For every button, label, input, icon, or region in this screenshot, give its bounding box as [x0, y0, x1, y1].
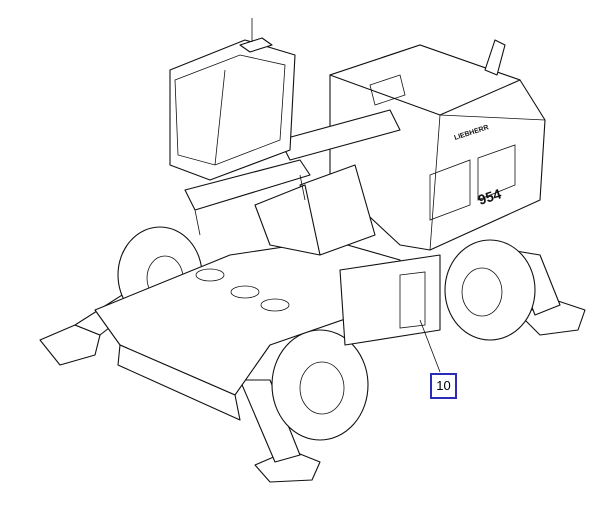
engine-grille	[369, 74, 516, 221]
chassis	[94, 239, 441, 421]
operator-cab	[169, 37, 296, 181]
wheel-front	[271, 329, 369, 441]
walkway	[184, 159, 311, 236]
svg-text:954: 954	[476, 185, 503, 208]
boom-base	[254, 109, 401, 256]
outrigger-front-right	[239, 379, 321, 483]
wheel-rear-right	[444, 239, 536, 341]
upper-carriage: 954 LIEBHERR	[329, 39, 546, 251]
callout-label-10[interactable]: 10	[430, 373, 457, 399]
leader-line-10	[419, 319, 441, 373]
